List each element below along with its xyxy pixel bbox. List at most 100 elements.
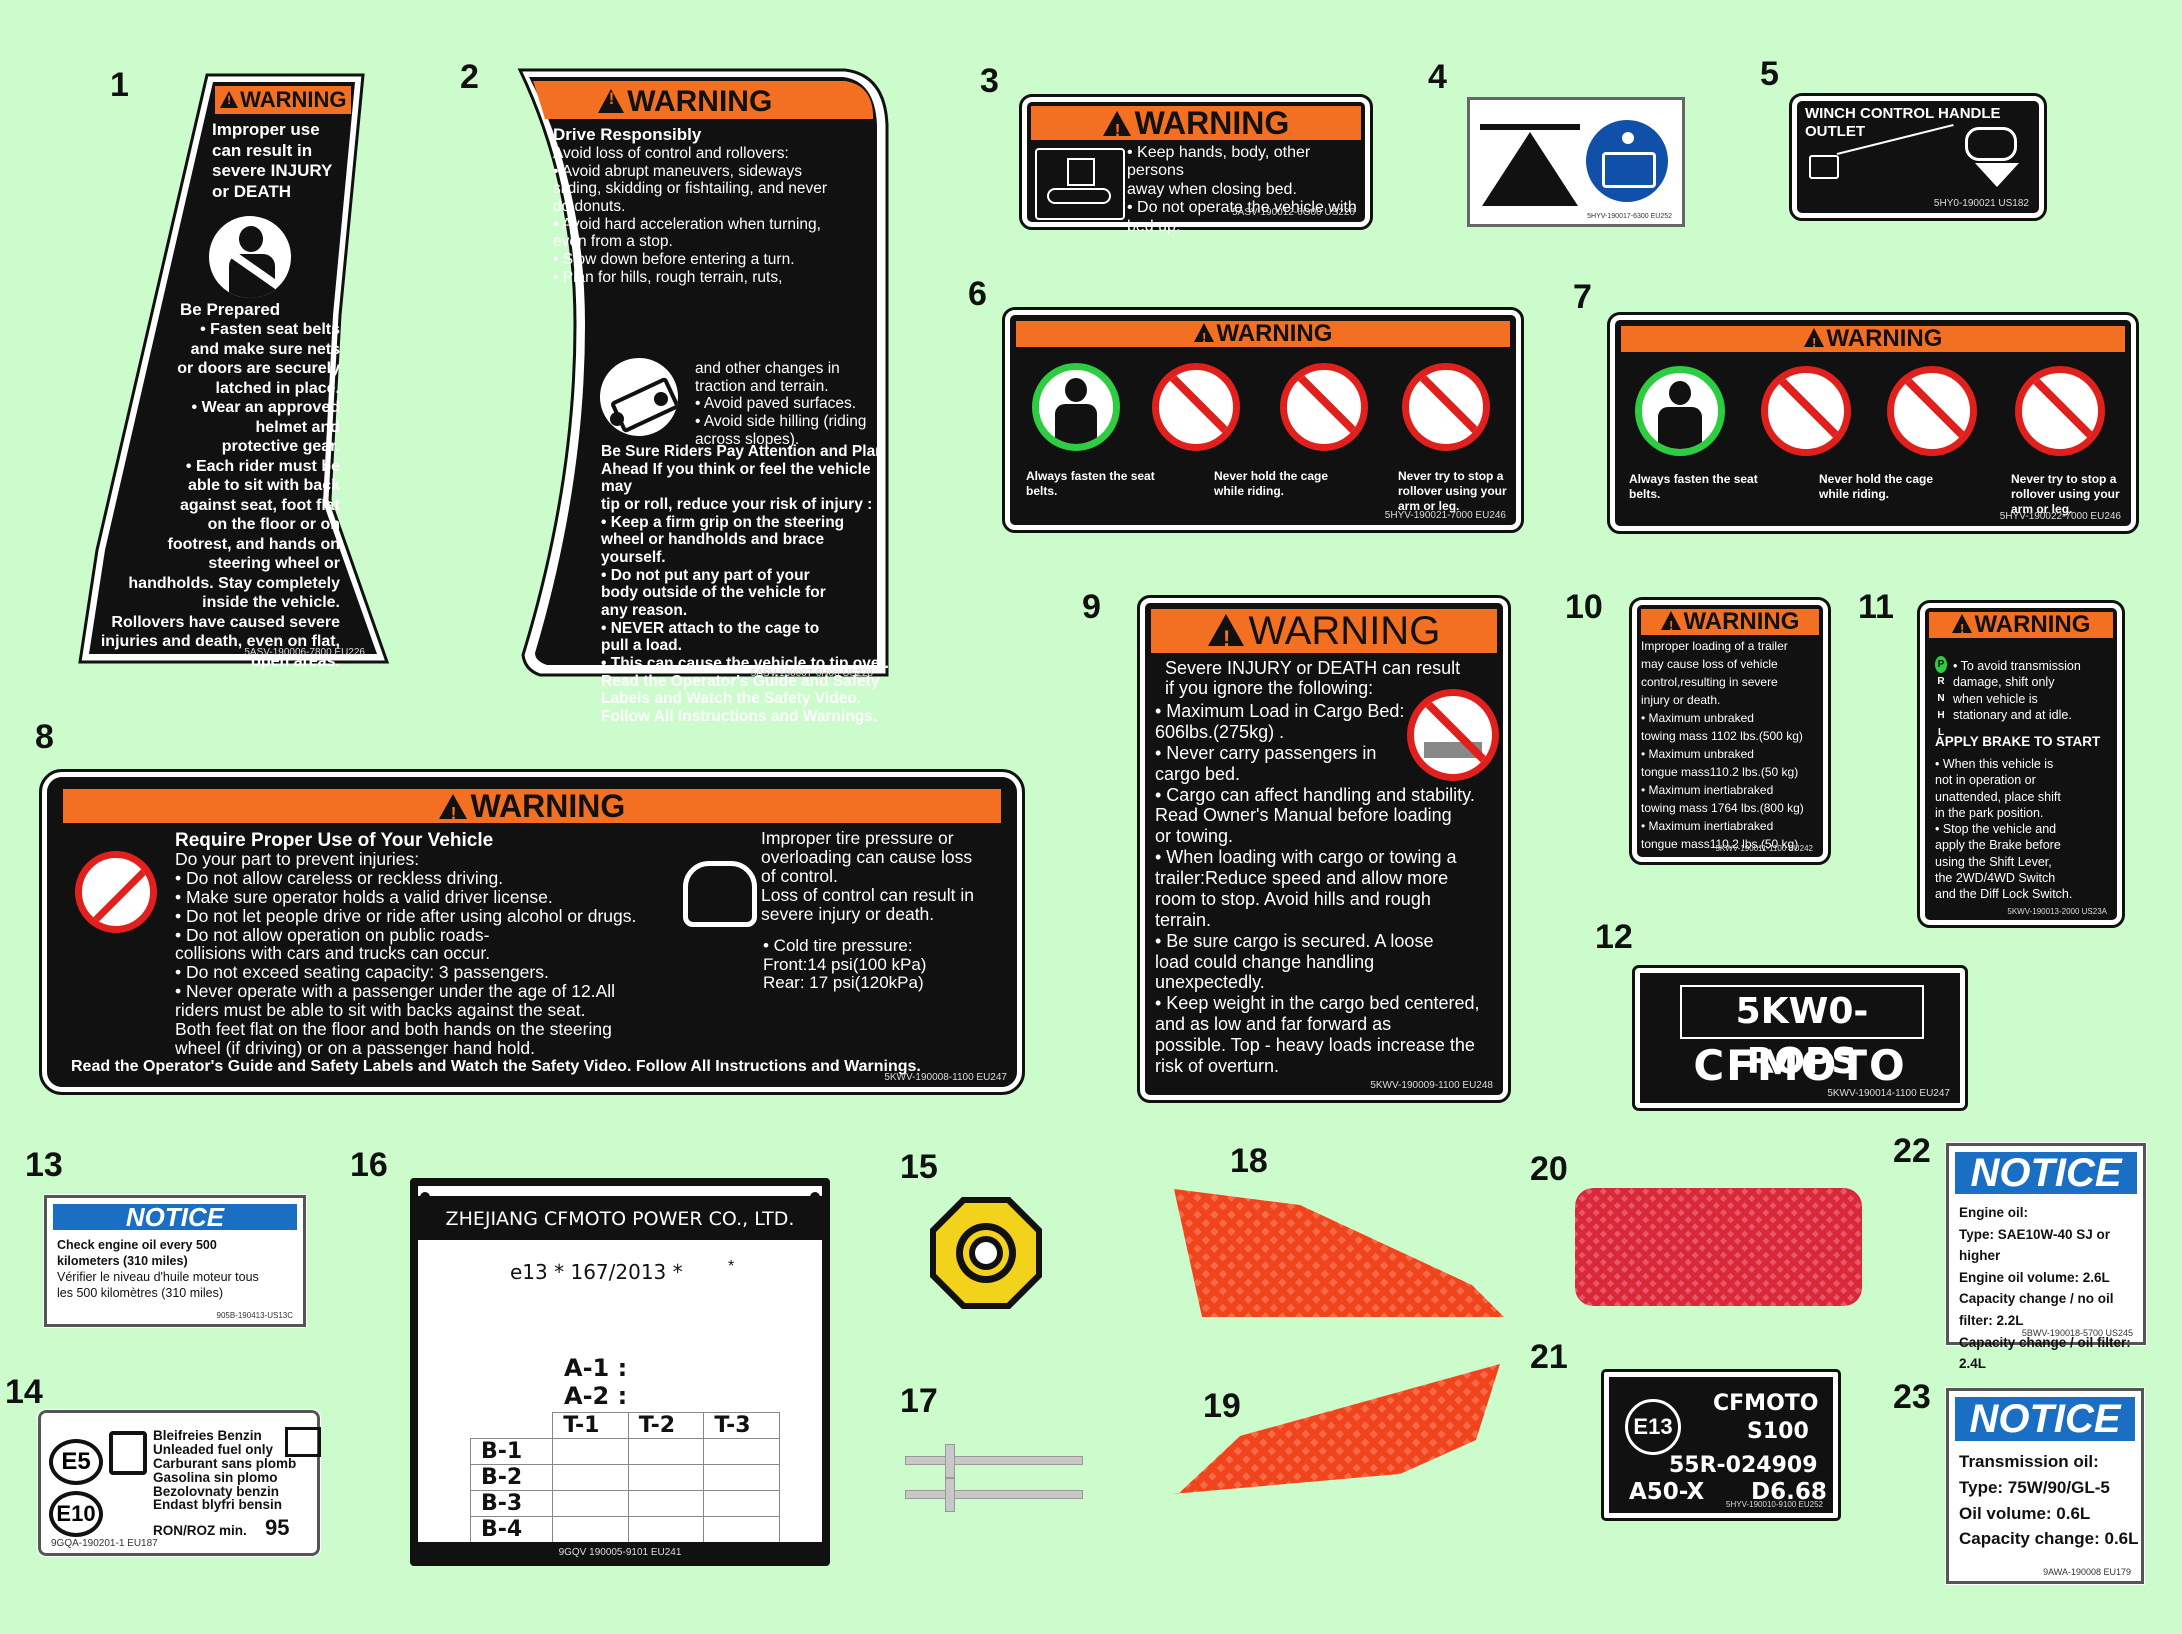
label-7-caption-3: Never try to stop a rollover using your … <box>2011 472 2120 516</box>
label-10-warning-header: WARNING <box>1641 608 1819 639</box>
item-17-plastic-rivets <box>905 1440 1085 1520</box>
label-8-warning-header: WARNING <box>63 788 1001 830</box>
label-11-heading: APPLY BRAKE TO START <box>1935 734 2101 749</box>
label-14-fuel-notice: E5 E10 Bleifreies Benzin Unleaded fuel o… <box>37 1409 321 1557</box>
label-11-transmission-warning: WARNING P R N H L • To avoid transmissio… <box>1917 600 2125 928</box>
label-10-part-code: 5KWV-190011-1100 EU242 <box>1715 844 1813 853</box>
callout-number-13: 13 <box>25 1146 63 1184</box>
label-16-star: * <box>728 1258 735 1275</box>
warning-word: WARNING <box>470 788 626 824</box>
rivet-pin-icon <box>905 1456 1083 1465</box>
callout-number-16: 16 <box>350 1146 388 1184</box>
warning-word: WARNING <box>1248 609 1441 653</box>
label-13-text-1: Check engine oil every 500 kilometers (3… <box>57 1238 217 1268</box>
label-9-text-2: • Maximum Load in Cargo Bed: 606lbs.(275… <box>1155 701 1480 1076</box>
callout-number-1: 1 <box>110 66 129 104</box>
no-passenger-cargo-icon <box>1407 689 1499 781</box>
label-8-text-1: Do your part to prevent injuries: • Do n… <box>175 849 637 1058</box>
label-13-text-2: Vérifier le niveau d'huile moteur tous l… <box>57 1270 259 1300</box>
outlet-plug-icon <box>1965 127 2017 161</box>
label-4-read-manual: 5HYV-190017-6300 EU252 <box>1467 97 1685 227</box>
label-14-ron-value: 95 <box>265 1515 290 1540</box>
label-21-model: S100 <box>1747 1419 1809 1444</box>
label-9-text-1: Severe INJURY or DEATH can result if you… <box>1165 658 1461 698</box>
callout-number-10: 10 <box>1565 588 1603 626</box>
label-16-part-code: 9GQV 190005-9101 EU241 <box>558 1547 682 1558</box>
rollover-icon <box>597 355 681 439</box>
callout-number-8: 8 <box>35 718 54 756</box>
gear-p: P <box>1935 656 1947 673</box>
rivet-pin-icon <box>905 1490 1083 1499</box>
no-arm-out-icon <box>1402 363 1490 451</box>
label-21-approval-plate: E13 CFMOTO S100 55R-024909 A50-X D6.68 5… <box>1601 1369 1841 1521</box>
fuel-pump-icon <box>109 1431 147 1475</box>
label-12-part-code: 5KWV-190014-1100 EU247 <box>1827 1088 1950 1099</box>
label-14-part-code: 9GQA-190201-1 EU187 <box>51 1538 158 1549</box>
label-7-caption-2: Never hold the cage while riding. <box>1819 472 1934 501</box>
callout-number-2: 2 <box>460 58 479 96</box>
label-1-part-code: 5ASV-190006-7800 EU226 <box>244 647 365 658</box>
label-13-notice-header: NOTICE <box>53 1204 297 1230</box>
label-16-approval: e13 * 167/2013 * <box>510 1260 683 1284</box>
table-row: B-1 <box>469 1438 780 1465</box>
callout-number-23: 23 <box>1893 1378 1931 1416</box>
item-20-red-reflector <box>1575 1188 1862 1306</box>
label-14-text: Bleifreies Benzin Unleaded fuel only Car… <box>153 1428 297 1513</box>
label-8-text-3: • Cold tire pressure: Front:14 psi(100 k… <box>763 936 927 993</box>
label-2-heading: Drive Responsibly <box>553 125 702 144</box>
label-2-warning-header: WARNING <box>585 85 785 119</box>
callout-number-20: 20 <box>1530 1150 1568 1188</box>
gear-h: H <box>1937 710 1945 721</box>
reflector-icon <box>1174 1189 1504 1317</box>
label-12-model: 5KW0-ROPS <box>1680 985 1924 1082</box>
label-6-warning-header: WARNING <box>1016 320 1510 351</box>
label-9-warning-header: WARNING <box>1151 609 1497 661</box>
label-21-code-2: D6.68 <box>1751 1479 1827 1505</box>
warning-word: WARNING <box>1683 608 1800 635</box>
label-4-part-code: 5HYV-190017-6300 EU252 <box>1587 213 1672 220</box>
label-5-part-code: 5HY0-190021 US182 <box>1933 198 2029 209</box>
callout-number-6: 6 <box>968 275 987 313</box>
callout-number-17: 17 <box>900 1382 938 1420</box>
callout-number-18: 18 <box>1230 1142 1268 1180</box>
label-3-warning-header: WARNING <box>1031 105 1361 147</box>
warning-word: WARNING <box>1134 105 1290 141</box>
label-22-engine-oil-notice: NOTICE Engine oil: Type: SAE10W-40 SJ or… <box>1945 1142 2147 1371</box>
tire-pressure-icon <box>683 861 757 927</box>
label-21-part-code: 5HYV-190010-9100 EU252 <box>1726 1500 1823 1509</box>
label-8-heading: Require Proper Use of Your Vehicle <box>175 830 494 851</box>
label-21-brand: CFMOTO <box>1713 1391 1819 1416</box>
no-hand-on-cage-icon <box>1887 366 1977 456</box>
e5-fuel-icon: E5 <box>49 1439 103 1485</box>
table-row: B-4 <box>469 1516 780 1543</box>
label-16-table: T-1 T-2 T-3 B-1 B-2 B-3 B-4 <box>469 1412 780 1543</box>
no-alcohol-drugs-icon <box>75 851 157 933</box>
label-14-ron: RON/ROZ min. <box>153 1523 247 1538</box>
warning-word: WARNING <box>1974 611 2091 638</box>
warning-word: WARNING <box>1216 320 1333 347</box>
no-hold-cage-icon <box>1761 366 1851 456</box>
label-1-warning-header: WARNING <box>215 87 351 113</box>
gear-r: R <box>1937 676 1945 687</box>
manual-book-icon <box>285 1427 321 1457</box>
label-3-part-code: 5ASV-190012-6G00 US226 <box>1232 207 1355 218</box>
warning-word: WARNING <box>1826 325 1943 352</box>
callout-number-3: 3 <box>980 62 999 100</box>
label-7-caption-1: Always fasten the seat belts. <box>1629 472 1758 501</box>
callout-number-5: 5 <box>1760 55 1779 93</box>
label-7-warning-header: WARNING <box>1621 325 2125 356</box>
seatbelt-icon <box>205 212 295 302</box>
shift-pattern-icon: P R N H L <box>1935 656 1947 741</box>
label-5-winch-outlet: WINCH CONTROL HANDLE OUTLET 5HY0-190021 … <box>1789 93 2047 221</box>
callout-number-9: 9 <box>1082 588 1101 626</box>
gear-l: L <box>1937 727 1945 738</box>
label-16-vehicle-plate: ZHEJIANG CFMOTO POWER CO., LTD. e13 * 16… <box>410 1178 830 1566</box>
gear-n: N <box>1937 693 1945 704</box>
label-10-text: Improper loading of a trailer may cause … <box>1641 639 1804 851</box>
label-13-part-code: 905B-190413-US13C <box>216 1311 294 1320</box>
no-hand-on-cage-icon <box>1280 363 1368 451</box>
table-row: B-2 <box>469 1464 780 1491</box>
table-col-header: T-3 <box>703 1412 780 1439</box>
label-1-seatbelt-warning: WARNING Improper use can result in sever… <box>75 70 395 670</box>
label-1-outline <box>78 73 390 664</box>
